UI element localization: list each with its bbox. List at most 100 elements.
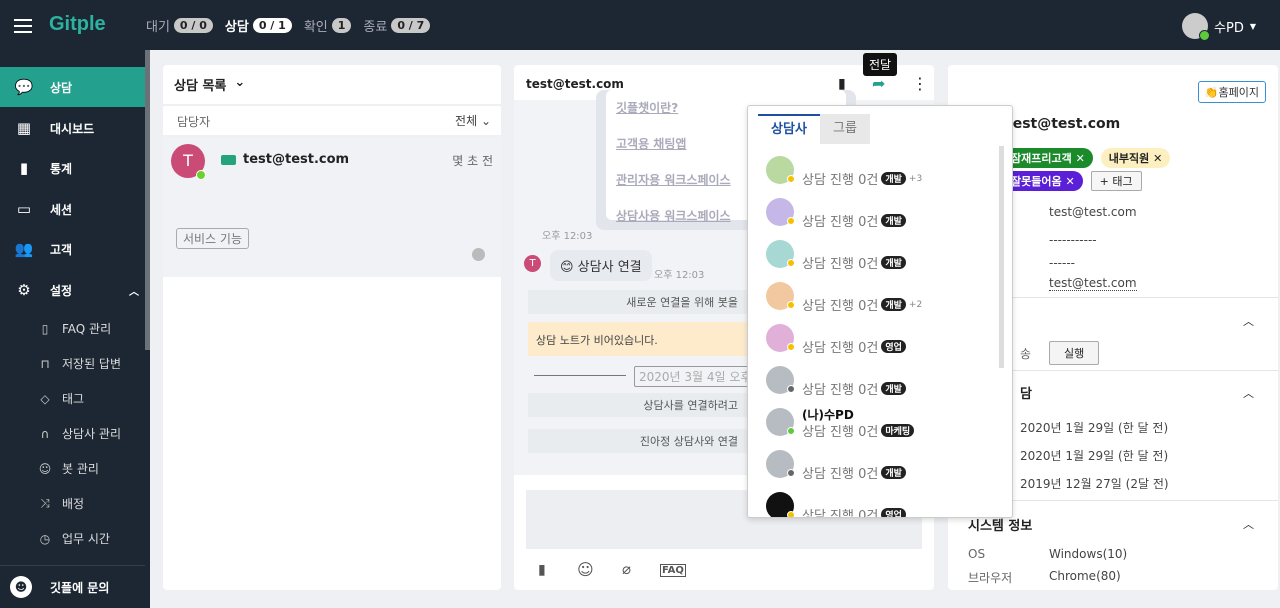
field-label: OS xyxy=(968,547,986,561)
link[interactable]: 고객용 채팅앱 xyxy=(616,137,687,151)
history-date[interactable]: 2019년 12월 27일 (2달 전) xyxy=(1020,477,1169,491)
sidebar-item-customers[interactable]: 👥고객 xyxy=(0,229,145,269)
attachment-icon[interactable]: ⌀ xyxy=(622,560,632,578)
stat-closed-label[interactable]: 종료 xyxy=(363,20,388,35)
status-dot xyxy=(787,217,795,225)
stat-closed-count[interactable]: 0 / 7 xyxy=(391,18,431,33)
agent-status: 상담 진행 0건 xyxy=(802,425,879,440)
sub-label: 봇 관리 xyxy=(62,462,99,476)
chevron-up-icon[interactable]: ︿ xyxy=(1243,315,1254,328)
link[interactable]: 관리자용 워크스페이스 xyxy=(616,173,731,187)
sidebar-sub-saved-replies[interactable]: ⊓ 저장된 답변 xyxy=(38,355,121,372)
sidebar-sub-faq[interactable]: ▯FAQ 관리 xyxy=(38,320,111,337)
section-title: 담 xyxy=(1020,387,1032,402)
gear-icon: ⚙ xyxy=(17,281,31,299)
sidebar-item-dashboard[interactable]: ▦대시보드 xyxy=(0,108,145,148)
field-value[interactable]: test@test.com xyxy=(1049,276,1137,291)
agent-status: 상담 진행 0건 xyxy=(802,467,879,482)
menu-icon[interactable] xyxy=(14,19,32,33)
tab-agents[interactable]: 상담사 xyxy=(758,114,820,144)
help-label: 깃플에 문의 xyxy=(50,580,110,595)
bookmark-icon[interactable]: ▮ xyxy=(838,76,846,92)
chat-icon: 💬 xyxy=(14,78,34,96)
sidebar-sub-assignment[interactable]: ⤨배정 xyxy=(38,495,84,512)
chat-list-item[interactable]: T test@test.com 몇 초 전 서비스 기능 xyxy=(163,137,501,277)
faq-icon[interactable]: FAQ xyxy=(660,564,686,577)
tag-chip[interactable]: 잘못들어옴 ✕ xyxy=(1003,171,1083,191)
help-button[interactable]: ☻깃플에 문의 xyxy=(0,565,145,608)
stat-waiting-count[interactable]: 0 / 0 xyxy=(173,18,213,33)
popup-scrollbar[interactable] xyxy=(999,146,1004,368)
history-date[interactable]: 2020년 1월 29일 (한 달 전) xyxy=(1020,449,1169,463)
stat-active-label[interactable]: 상담 xyxy=(224,20,249,35)
sidebar-sub-agents[interactable]: ∩상담사 관리 xyxy=(38,425,121,442)
link[interactable]: 상담사용 워크스페이스 xyxy=(616,209,731,223)
section-title: 시스템 정보 xyxy=(968,519,1033,534)
field-label: 송 xyxy=(1020,347,1032,361)
sidebar-sub-hours[interactable]: ◷업무 시간 xyxy=(38,530,110,547)
agent-status: 상담 진행 0건 xyxy=(802,257,879,272)
forward-icon[interactable]: ➦ xyxy=(872,74,886,93)
group-badge: 영업 xyxy=(881,508,906,517)
sidebar-item-settings[interactable]: ⚙설정︿ xyxy=(0,270,145,310)
chevron-up-icon: ︿ xyxy=(129,286,139,298)
sidebar-item-chat[interactable]: 💬상담 xyxy=(0,67,145,107)
more-vert-icon[interactable]: ⋮ xyxy=(912,74,928,93)
chevron-up-icon[interactable]: ︿ xyxy=(1243,387,1254,400)
dashboard-icon: ▦ xyxy=(16,119,32,137)
emoji-icon[interactable]: ☺ xyxy=(577,560,594,579)
sub-label: 저장된 답변 xyxy=(62,357,122,371)
chat-channel-icon xyxy=(221,155,236,165)
tag-label: 잘못들어옴 xyxy=(1011,175,1062,188)
date-divider: 2020년 3월 4일 오후 xyxy=(634,366,757,387)
sidebar-sub-bots[interactable]: ☺ 봇 관리 xyxy=(38,460,99,477)
field-value[interactable]: ------ xyxy=(1049,256,1075,270)
status-dot xyxy=(787,511,795,517)
run-button[interactable]: 실행 xyxy=(1049,341,1100,365)
chat-list-panel: 상담 목록⌄ 담당자 전체 ⌄ T test@test.com 몇 초 전 서비… xyxy=(163,65,501,590)
online-dot xyxy=(196,170,206,180)
bookmark-icon: ⊓ xyxy=(40,356,50,371)
saved-reply-icon[interactable]: ▮ xyxy=(538,562,546,578)
stat-waiting-label[interactable]: 대기 xyxy=(146,20,170,35)
tag-chip[interactable]: 잠재프리고객 ✕ xyxy=(1003,148,1093,168)
sidebar-item-stats[interactable]: ▮통계 xyxy=(0,148,145,188)
homepage-button[interactable]: 👏홈페이지 xyxy=(1197,81,1266,103)
chat-list-title[interactable]: 상담 목록⌄ xyxy=(174,75,245,94)
stat-check-label[interactable]: 확인 xyxy=(303,20,328,35)
sidebar-sub-tags[interactable]: ◇태그 xyxy=(38,390,84,407)
sidebar: 💬상담 ▦대시보드 ▮통계 ▭세션 👥고객 ⚙설정︿ ▯FAQ 관리 ⊓ 저장된 … xyxy=(0,50,150,608)
customer-title: test@test.com xyxy=(1006,116,1121,132)
robot-icon: ☺ xyxy=(38,461,52,476)
sub-label: FAQ 관리 xyxy=(62,322,112,336)
history-date[interactable]: 2020년 1월 29일 (한 달 전) xyxy=(1020,421,1169,435)
sidebar-scrollbar[interactable] xyxy=(145,50,150,350)
sidebar-item-sessions[interactable]: ▭세션 xyxy=(0,189,145,229)
agent-name: (나)수PD xyxy=(802,408,854,422)
link[interactable]: 깃플챗이란? xyxy=(616,101,679,115)
user-menu[interactable]: 수PD ▼ xyxy=(1182,13,1256,41)
stat-check-count[interactable]: 1 xyxy=(331,18,352,33)
group-badge: 개발 xyxy=(881,466,906,479)
filter-select[interactable]: 전체 ⌄ xyxy=(455,114,491,128)
tab-groups[interactable]: 그룹 xyxy=(820,114,870,144)
more-groups: +3 xyxy=(908,173,923,184)
chevron-up-icon[interactable]: ︿ xyxy=(1243,518,1254,531)
tag-chip[interactable]: 내부직원 ✕ xyxy=(1100,148,1171,168)
sidebar-item-label: 세션 xyxy=(50,202,73,217)
field-value[interactable]: ----------- xyxy=(1049,233,1097,247)
group-badge: 개발 xyxy=(881,298,906,311)
add-tag-button[interactable]: + 태그 xyxy=(1090,171,1142,191)
stat-active-count[interactable]: 0 / 1 xyxy=(252,18,292,33)
assignee-filter[interactable]: 담당자 전체 ⌄ xyxy=(163,104,501,137)
timestamp: 오후 12:03 xyxy=(542,231,593,242)
